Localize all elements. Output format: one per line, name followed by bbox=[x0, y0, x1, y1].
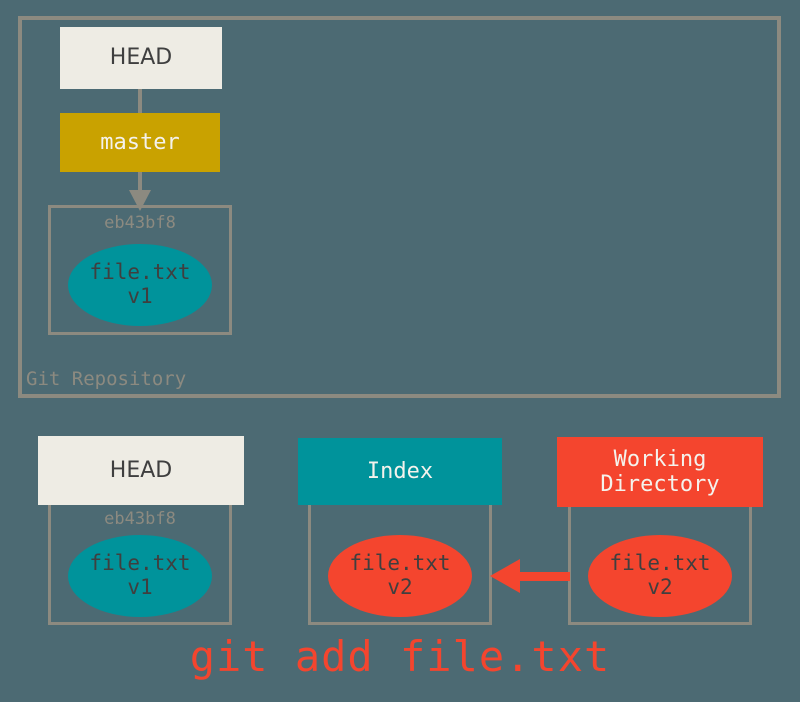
master-to-commit-line bbox=[138, 172, 142, 194]
index-area-blob[interactable]: file.txt v2 bbox=[328, 535, 472, 617]
index-area-blob-filename: file.txt bbox=[349, 551, 451, 576]
working-directory-header-line2: Directory bbox=[600, 472, 720, 497]
working-directory-header-line1: Working bbox=[613, 446, 707, 472]
repo-commit-blob-filename: file.txt bbox=[89, 260, 191, 285]
head-to-master-line bbox=[138, 89, 142, 114]
index-area-blob-version: v2 bbox=[387, 575, 413, 599]
git-repository-label: Git Repository bbox=[26, 368, 187, 390]
working-directory-to-index-arrowhead-icon bbox=[490, 559, 520, 593]
repo-head-box[interactable]: HEAD bbox=[60, 27, 222, 89]
head-area-blob-version: v1 bbox=[127, 575, 153, 599]
head-area-frame bbox=[48, 500, 232, 625]
head-area-blob[interactable]: file.txt v1 bbox=[68, 535, 212, 617]
master-branch-box[interactable]: master bbox=[60, 113, 220, 172]
head-area-sha: eb43bf8 bbox=[104, 509, 176, 529]
working-directory-area-frame bbox=[568, 503, 752, 625]
index-area-header[interactable]: Index bbox=[298, 438, 502, 505]
master-branch-label: master bbox=[100, 129, 180, 155]
git-repository-frame bbox=[18, 16, 781, 398]
command-caption: git add file.txt bbox=[189, 632, 611, 681]
head-area-header-label: HEAD bbox=[109, 457, 173, 483]
repo-head-label: HEAD bbox=[109, 45, 173, 71]
working-directory-blob-filename: file.txt bbox=[609, 551, 711, 576]
repo-commit-blob-version: v1 bbox=[127, 284, 153, 308]
repo-commit-frame bbox=[48, 205, 232, 335]
working-directory-to-index-line bbox=[518, 572, 570, 581]
working-directory-blob-version: v2 bbox=[647, 575, 673, 599]
repo-commit-sha: eb43bf8 bbox=[104, 213, 176, 233]
working-directory-area-blob[interactable]: file.txt v2 bbox=[588, 535, 732, 617]
working-directory-area-header[interactable]: Working Directory bbox=[557, 437, 763, 507]
head-area-blob-filename: file.txt bbox=[89, 551, 191, 576]
index-area-header-label: Index bbox=[366, 458, 434, 484]
repo-commit-blob[interactable]: file.txt v1 bbox=[68, 244, 212, 326]
head-area-header[interactable]: HEAD bbox=[38, 436, 244, 505]
